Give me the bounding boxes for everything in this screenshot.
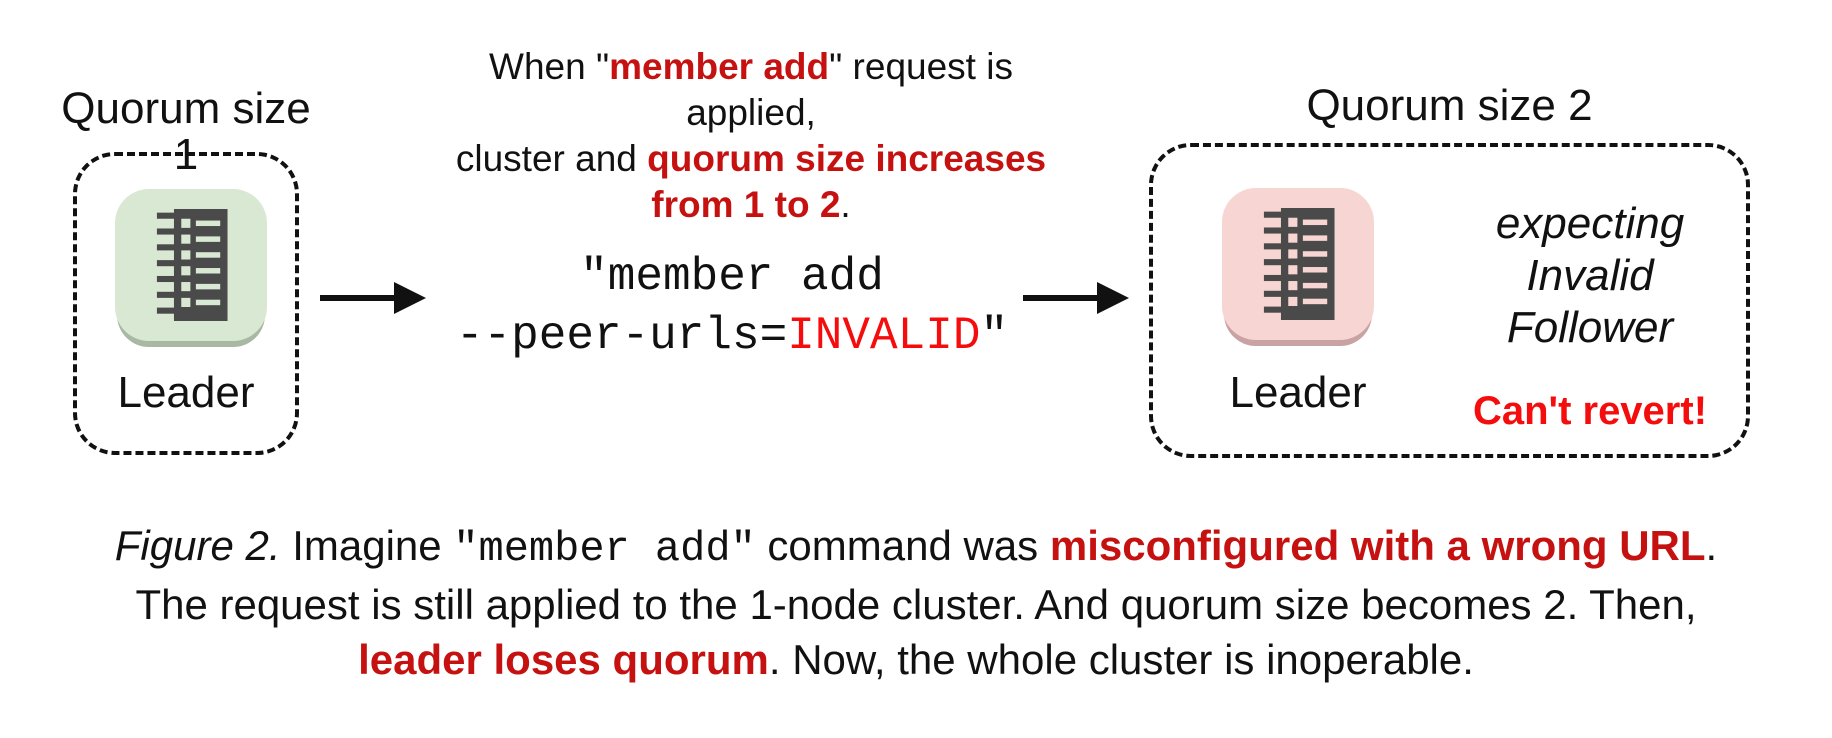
caption-line-2: The request is still applied to the 1-no…	[135, 581, 1697, 628]
member-list-icon	[1263, 208, 1335, 320]
caption-line-1: Figure 2. Imagine "member add" command w…	[114, 522, 1718, 573]
left-leader-label: Leader	[117, 368, 255, 417]
member-list-icon	[156, 209, 228, 321]
arrow-right-icon-1	[320, 282, 426, 314]
arrow-shaft	[320, 295, 398, 301]
leader-node-green	[115, 189, 267, 341]
command-line-2: --peer-urls=INVALID"	[455, 310, 1009, 362]
command-text: "member add --peer-urls=INVALID"	[402, 248, 1062, 366]
arrow-right-icon-2	[1023, 282, 1129, 314]
arrow-head	[1097, 282, 1129, 314]
expecting-follower-note: expecting Invalid Follower	[1428, 198, 1752, 354]
cant-revert-warning: Can't revert!	[1472, 389, 1708, 433]
caption-line-3: leader loses quorum. Now, the whole clus…	[358, 636, 1474, 683]
header-line-2: cluster and quorum size increases	[455, 138, 1047, 179]
leader-node-pink	[1222, 188, 1374, 340]
figure-caption: Figure 2. Imagine "member add" command w…	[0, 518, 1832, 687]
arrow-head	[394, 282, 426, 314]
header-line-1: When "member add" request is applied,	[489, 46, 1013, 133]
arrow-shaft	[1023, 295, 1101, 301]
right-cluster-title: Quorum size 2	[1306, 81, 1593, 130]
header-line-3: from 1 to 2.	[651, 184, 851, 225]
right-cluster-box	[1149, 143, 1750, 458]
left-cluster-box	[73, 152, 299, 455]
note-line-1: expecting	[1495, 199, 1685, 248]
note-line-2: Invalid	[1526, 251, 1654, 300]
note-line-3: Follower	[1506, 303, 1674, 352]
header-text: When "member add" request is applied, cl…	[421, 44, 1081, 228]
command-line-1: "member add	[580, 251, 884, 303]
right-leader-label: Leader	[1229, 368, 1367, 417]
